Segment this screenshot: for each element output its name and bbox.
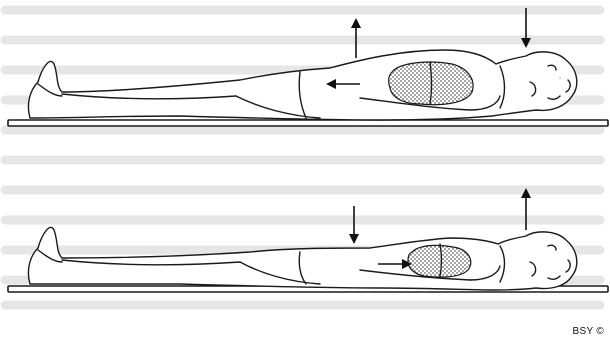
lower-arrow-down-icon bbox=[349, 206, 359, 244]
lower-lungs bbox=[408, 245, 471, 277]
lower-body bbox=[28, 227, 576, 290]
upper-board bbox=[8, 120, 608, 126]
lower-panel bbox=[8, 188, 608, 292]
copyright-credit: BSY © bbox=[573, 326, 604, 337]
